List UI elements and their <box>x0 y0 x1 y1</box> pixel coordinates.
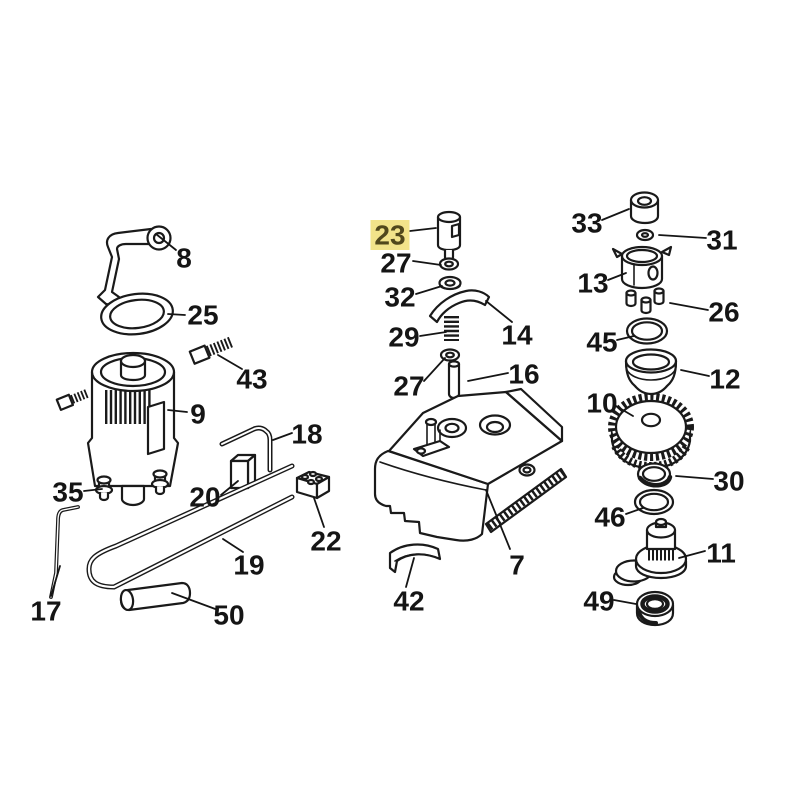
part-label-45: 45 <box>586 327 617 358</box>
part-label-42: 42 <box>393 586 424 617</box>
leader-line-27a <box>412 260 442 266</box>
part-label-50: 50 <box>213 600 244 631</box>
part-32-grommet-drawing <box>438 275 462 291</box>
part-label-22: 22 <box>310 526 341 557</box>
part-label-30: 30 <box>713 466 744 497</box>
leader-line-17 <box>50 565 61 597</box>
part-19-rod-drawing <box>86 463 295 590</box>
part-label-32: 32 <box>384 282 415 313</box>
part-43-screw-drawing <box>188 336 234 365</box>
part-7-housing-drawing <box>373 387 568 542</box>
part-label-8: 8 <box>176 243 192 274</box>
part-label-25: 25 <box>187 300 218 331</box>
leader-line-13 <box>607 272 627 281</box>
leader-line-27b <box>423 357 446 382</box>
part-label-9: 9 <box>190 399 206 430</box>
part-label-10: 10 <box>586 388 617 419</box>
part-27-washer-upper-drawing <box>438 257 460 271</box>
part-label-16: 16 <box>508 359 539 390</box>
part-20-block-drawing <box>229 453 257 490</box>
leader-line-19 <box>222 538 244 553</box>
leader-line-8 <box>155 233 177 251</box>
leader-line-43 <box>217 354 243 370</box>
part-18-wire-drawing <box>219 425 273 473</box>
part-26-rollers-drawing <box>625 287 665 315</box>
part-label-46: 46 <box>594 502 625 533</box>
part-14-lever-drawing <box>428 289 491 324</box>
part-label-11: 11 <box>706 538 736 569</box>
leader-line-35 <box>83 488 103 492</box>
part-label-7: 7 <box>509 550 525 581</box>
part-label-18: 18 <box>291 419 322 450</box>
part-label-14: 14 <box>501 320 533 351</box>
leader-line-25 <box>167 313 186 316</box>
part-9-motor-drawing <box>86 351 180 507</box>
part-label-31: 31 <box>706 225 737 256</box>
leader-line-9 <box>167 409 188 413</box>
leader-line-29 <box>419 331 447 337</box>
right-assembly <box>608 191 694 627</box>
leader-line-33 <box>601 208 630 221</box>
leader-line-11 <box>678 550 706 559</box>
part-33-bushing-drawing <box>629 191 660 225</box>
part-label-23: 23 <box>374 220 405 251</box>
leader-line-32 <box>415 285 443 295</box>
small-screw-drawing <box>55 388 91 411</box>
leader-line-12 <box>680 369 710 377</box>
part-10-gear-drawing <box>608 393 694 471</box>
highlight-box-23 <box>370 220 410 250</box>
part-45-oring-drawing <box>625 317 669 345</box>
part-label-27b: 27 <box>393 371 424 402</box>
leader-line-14 <box>485 300 513 323</box>
part-23-plunger-drawing <box>436 210 462 262</box>
leader-line-49 <box>613 599 637 605</box>
part-label-27a: 27 <box>380 248 411 279</box>
part-35-bolts-drawing <box>94 469 170 502</box>
part-50-hose-drawing <box>119 581 192 612</box>
leader-line-30 <box>675 475 714 480</box>
part-17-wire-drawing <box>49 505 80 599</box>
part-42-shim-drawing <box>388 543 442 574</box>
part-13-cup-drawing <box>611 245 673 290</box>
part-label-19: 19 <box>233 550 264 581</box>
part-label-20: 20 <box>189 482 220 513</box>
part-label-17: 17 <box>30 596 61 627</box>
leader-line-45 <box>616 335 635 341</box>
part-31-washer-drawing <box>635 228 655 242</box>
leader-line-22 <box>313 497 325 528</box>
part-46-ring-drawing <box>633 488 675 516</box>
part-label-13: 13 <box>577 268 608 299</box>
center-assembly <box>373 210 568 574</box>
leader-line-42 <box>405 557 415 588</box>
leader-line-31 <box>658 234 707 239</box>
leader-line-20 <box>220 480 239 496</box>
part-label-26: 26 <box>708 297 739 328</box>
part-30-ring-drawing <box>636 462 673 488</box>
leader-line-7 <box>485 489 511 550</box>
leader-line-26 <box>669 302 709 311</box>
part-label-12: 12 <box>709 364 740 395</box>
part-label-35: 35 <box>52 477 83 508</box>
part-label-49: 49 <box>583 586 614 617</box>
leader-line-50 <box>171 592 219 611</box>
part-11-pinion-drawing <box>612 517 688 587</box>
part-16-pin-drawing <box>447 360 461 400</box>
part-label-43: 43 <box>236 364 267 395</box>
part-22-terminal-drawing <box>295 470 331 500</box>
leader-line-23 <box>409 227 437 232</box>
part-12-cup-drawing <box>624 348 678 396</box>
part-25-ring-drawing <box>100 292 174 336</box>
part-label-29: 29 <box>388 322 419 353</box>
leader-line-18 <box>272 432 293 441</box>
leader-line-10 <box>615 405 634 417</box>
part-label-33: 33 <box>571 208 602 239</box>
left-assembly <box>49 225 331 612</box>
leader-line-46 <box>625 507 644 515</box>
leader-line-16 <box>467 372 509 382</box>
part-49-bearing-drawing <box>635 590 675 627</box>
